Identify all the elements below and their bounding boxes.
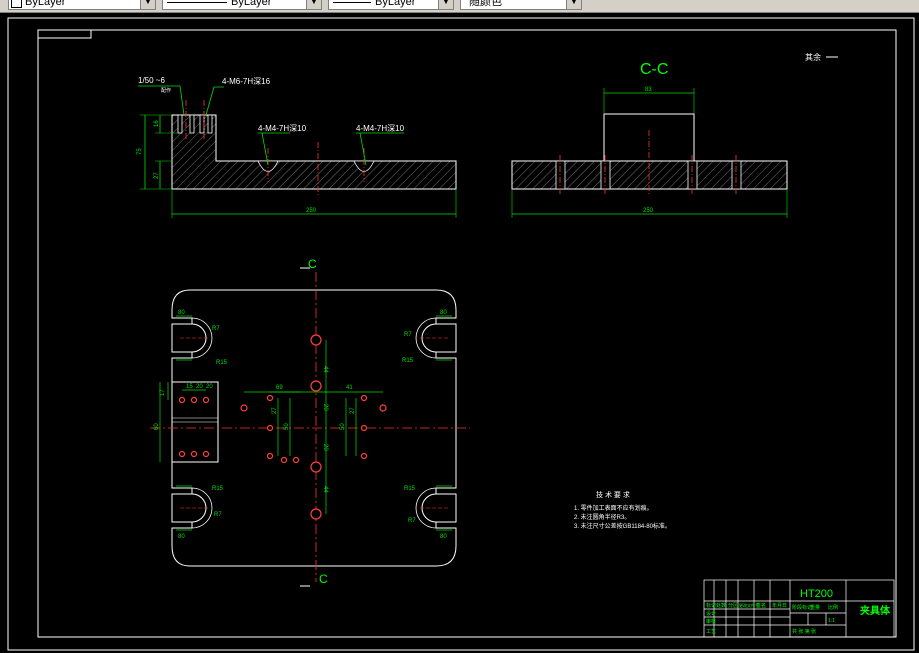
radius-r15-bl: R15 bbox=[212, 486, 224, 492]
dim-80-bottom-left: 80 bbox=[178, 534, 185, 540]
threaded-hole bbox=[189, 114, 195, 134]
radius-r7-tl: R7 bbox=[212, 326, 220, 332]
properties-toolbar: ByLayer ▼ ByLayer ▼ ByLayer ▼ 随颜色 ▼ bbox=[0, 0, 919, 13]
tb-sheet: 共 张 第 张 bbox=[792, 628, 816, 635]
section-view-cc: C-C 83 250 bbox=[511, 61, 788, 218]
note-line-1: 1. 零件加工表面不应有划痕。 bbox=[574, 504, 653, 512]
dim-section-length: 250 bbox=[643, 208, 654, 214]
chevron-down-icon[interactable]: ▼ bbox=[306, 0, 321, 9]
roughness-note: 其余 bbox=[805, 52, 821, 62]
tb-col-count: 处数 bbox=[716, 602, 726, 609]
tb-col-zone: 分区 bbox=[728, 602, 738, 609]
tb-row-design: 设计 bbox=[706, 610, 716, 617]
dim-20-lower: 20 bbox=[322, 444, 328, 451]
dim-69: 69 bbox=[276, 385, 283, 391]
dim-41: 41 bbox=[346, 385, 353, 391]
cut-marker-bottom: C bbox=[319, 572, 328, 586]
dim-total-height: 75 bbox=[137, 148, 143, 155]
cut-marker-top: C bbox=[308, 257, 317, 271]
tb-weight: 重量 bbox=[810, 604, 820, 611]
callout-holes-top: 4-M6-7H深16 bbox=[222, 77, 271, 86]
callout-taper-sub: 配作 bbox=[161, 87, 171, 94]
frame-tab bbox=[37, 29, 92, 39]
tb-row-process: 工艺 bbox=[706, 629, 716, 635]
drawing-frame bbox=[37, 29, 897, 638]
dim-27-left: 27 bbox=[272, 407, 278, 414]
plotstyle-combo[interactable]: 随颜色 ▼ bbox=[460, 0, 582, 10]
dim-27-right: 27 bbox=[350, 407, 356, 414]
title-block bbox=[703, 579, 895, 638]
countersink bbox=[257, 160, 279, 172]
dim-80-top-left: 80 bbox=[178, 310, 185, 316]
threaded-hole bbox=[177, 114, 183, 134]
callout-right-holes: 4-M4-7H深10 bbox=[356, 124, 405, 133]
radius-r7-bl: R7 bbox=[214, 512, 222, 518]
tb-col-date: 年月日 bbox=[772, 602, 787, 609]
dim-50-left: 50 bbox=[284, 423, 290, 430]
radius-r15-tr: R15 bbox=[402, 358, 414, 364]
tb-row-review: 审核 bbox=[706, 618, 716, 625]
note-line-2: 2. 未注圆角半径R3。 bbox=[574, 513, 630, 521]
front-view-body bbox=[171, 114, 457, 190]
callout-left-holes: 4-M4-7H深10 bbox=[258, 124, 307, 133]
material-label: HT200 bbox=[800, 588, 833, 600]
linetype-preview bbox=[167, 2, 227, 3]
dim-section-top: 83 bbox=[645, 87, 652, 93]
plan-view: C C bbox=[150, 257, 470, 587]
threaded-hole bbox=[207, 114, 213, 134]
dim-17: 17 bbox=[160, 389, 166, 396]
radius-r15-br: R15 bbox=[404, 486, 416, 492]
dim-20-upper: 20 bbox=[322, 404, 328, 411]
scale-value: 1:1 bbox=[828, 618, 835, 624]
part-name: 夹具体 bbox=[860, 604, 891, 617]
lineweight-combo[interactable]: ByLayer ▼ bbox=[328, 0, 454, 10]
dim-50-right: 50 bbox=[340, 423, 346, 430]
linetype-combo[interactable]: ByLayer ▼ bbox=[162, 0, 322, 10]
dim-20b: 20 bbox=[206, 384, 213, 390]
dim-lower-height: 27 bbox=[154, 172, 160, 179]
plate-outline bbox=[171, 289, 457, 567]
dim-80-bottom-right: 80 bbox=[440, 534, 447, 540]
section-body bbox=[511, 160, 788, 190]
technical-notes: 技 术 要 求 1. 零件加工表面不应有划痕。 2. 未注圆角半径R3。 3. … bbox=[574, 490, 671, 530]
tb-col-sign: 签名 bbox=[756, 602, 766, 609]
notes-heading: 技 术 要 求 bbox=[596, 490, 630, 499]
threaded-hole bbox=[199, 114, 205, 134]
chevron-down-icon[interactable]: ▼ bbox=[438, 0, 453, 9]
lineweight-preview bbox=[333, 2, 371, 3]
tb-col-docno: 更改文件号 bbox=[739, 602, 759, 608]
color-swatch-icon bbox=[11, 0, 22, 8]
dim-upper-height: 16 bbox=[154, 120, 160, 127]
drawing-canvas[interactable]: 其余 1/50 ~6 配作 4-M6-7H深16 4-M4-7H深10 4-M4… bbox=[0, 13, 919, 653]
hole-group bbox=[178, 334, 387, 520]
dim-44-upper: 44 bbox=[322, 366, 328, 373]
note-line-3: 3. 未注尺寸公差按GB1184-80标准。 bbox=[574, 522, 671, 530]
tb-row-mark: 标记 bbox=[706, 602, 716, 609]
section-label-cc: C-C bbox=[640, 61, 668, 78]
dim-front-length: 250 bbox=[306, 208, 317, 214]
countersink bbox=[353, 160, 375, 172]
radius-r15-tl: R15 bbox=[216, 360, 228, 366]
tb-stage: 阶段标记 bbox=[792, 604, 812, 611]
dim-80-top-right: 80 bbox=[440, 310, 447, 316]
front-view: 1/50 ~6 配作 4-M6-7H深16 4-M4-7H深10 4-M4-7H… bbox=[137, 76, 457, 218]
callout-taper: 1/50 ~6 bbox=[138, 76, 165, 85]
dim-15: 15 bbox=[186, 384, 193, 390]
layer-combo[interactable]: ByLayer ▼ bbox=[8, 0, 156, 10]
radius-r7-tr: R7 bbox=[404, 332, 412, 338]
chevron-down-icon[interactable]: ▼ bbox=[566, 0, 581, 9]
dim-60: 60 bbox=[154, 423, 160, 430]
chevron-down-icon[interactable]: ▼ bbox=[140, 0, 155, 9]
radius-r7-br: R7 bbox=[408, 518, 416, 524]
sheet-border bbox=[7, 17, 915, 651]
tb-ratio: 比例 bbox=[828, 604, 838, 611]
dim-44-lower: 44 bbox=[322, 486, 328, 493]
dim-20a: 20 bbox=[196, 384, 203, 390]
